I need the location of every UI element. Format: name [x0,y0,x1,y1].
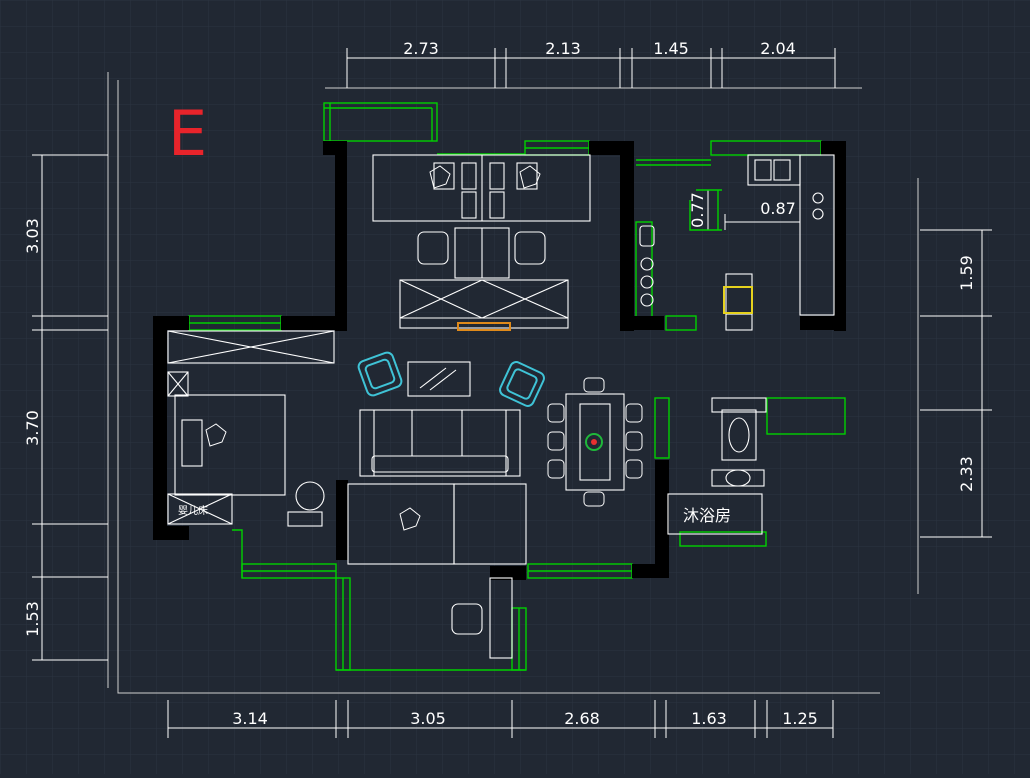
dim-bottom-2: 3.05 [410,709,446,728]
bathroom-label: 沐浴房 [683,506,731,525]
dim-inner-2: 0.87 [760,199,796,218]
dimension-top [346,48,836,88]
tv-console [457,322,511,331]
plan-label: E [168,97,207,170]
dim-bottom-4: 1.63 [691,709,727,728]
dim-top-2: 2.13 [545,39,581,58]
pillow-details [205,165,541,531]
washer [723,286,753,314]
dim-bottom-3: 2.68 [564,709,600,728]
dim-top-3: 1.45 [653,39,689,58]
dim-right-1: 1.59 [957,255,976,291]
armchairs [357,351,545,407]
dim-inner-1: 0.77 [688,192,707,228]
dimension-left [32,154,108,661]
dim-left-2: 3.70 [23,410,42,446]
dim-bottom-1: 3.14 [232,709,268,728]
windows [188,102,846,671]
plant [585,433,603,451]
dim-top-1: 2.73 [403,39,439,58]
dim-left-3: 1.53 [23,601,42,637]
dim-right-2: 2.33 [957,456,976,492]
dining-chairs [547,377,643,507]
walls [153,141,846,580]
crib-label: 婴儿床 [178,504,208,517]
dim-bottom-5: 1.25 [782,709,818,728]
dimension-bottom [167,700,834,738]
reference-lines [107,72,919,694]
dim-top-4: 2.04 [760,39,796,58]
furniture [167,154,835,659]
dim-left-1: 3.03 [23,218,42,254]
dimension-right [920,229,992,538]
